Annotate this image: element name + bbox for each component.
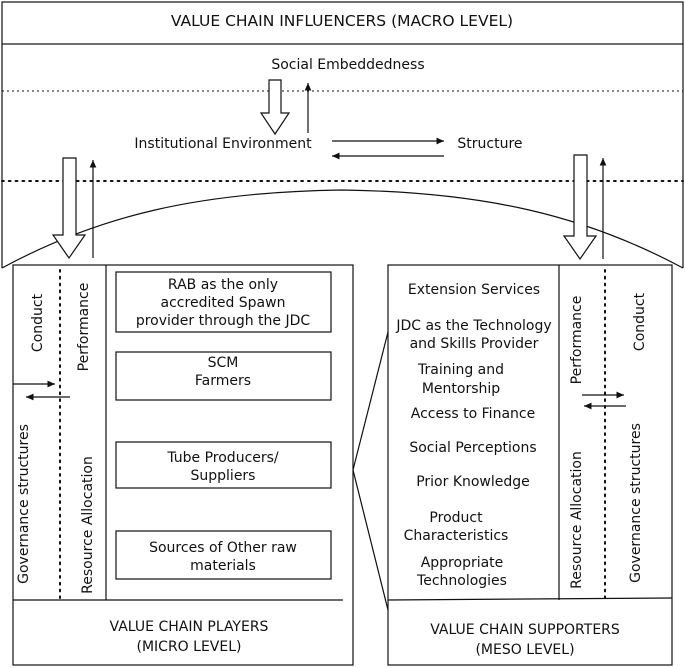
social-down-arrow (259, 79, 291, 136)
macro-title: VALUE CHAIN INFLUENCERS (MACRO LEVEL) (171, 12, 513, 30)
connector-lower (352, 469, 389, 611)
player-box-scm (115, 351, 332, 401)
structure-label: Structure (457, 136, 522, 152)
players-conduct-label: Conduct (30, 293, 46, 352)
player-box-tube (115, 441, 332, 489)
macro-title-box (1, 1, 684, 45)
supporters-footer-divider (387, 597, 673, 601)
supporters-performance-label: Performance (569, 296, 585, 385)
player-box-sources (115, 530, 332, 580)
players-governance-label: Governance structures (16, 424, 32, 584)
player-box-tube-line2: Suppliers (191, 468, 256, 484)
player-box-sources-line1: Sources of Other raw (149, 540, 297, 556)
supporters-footer-line2: (MESO LEVEL) (475, 642, 574, 658)
supporter-training-line1: Training and (417, 362, 504, 378)
connector-upper (352, 331, 389, 471)
supporters-footer-line1: VALUE CHAIN SUPPORTERS (430, 622, 620, 638)
supporter-social-perceptions: Social Perceptions (409, 440, 536, 456)
supporters-panel (387, 264, 673, 666)
supporters-conduct-label: Conduct (632, 292, 648, 351)
players-footer-line1: VALUE CHAIN PLAYERS (110, 619, 269, 635)
social-embeddedness-label: Social Embeddedness (271, 57, 424, 73)
supporter-extension-services: Extension Services (408, 282, 540, 298)
supporter-jdc-line1: JDC as the Technology (395, 318, 551, 334)
player-box-tube-line1: Tube Producers/ (166, 450, 279, 466)
players-performance-label: Performance (76, 283, 92, 372)
supporter-access-finance: Access to Finance (411, 406, 535, 422)
player-box-scm-line2: Farmers (195, 373, 251, 389)
supporter-product-line1: Product (429, 510, 483, 526)
supporters-governance-label: Governance structures (628, 423, 644, 583)
supporter-jdc-line2: and Skills Provider (410, 336, 539, 352)
supporter-prior-knowledge: Prior Knowledge (416, 474, 530, 490)
macro-arch-curve (1, 189, 684, 269)
players-panel (12, 264, 354, 666)
player-box-scm-line1: SCM (208, 355, 239, 371)
players-footer-line2: (MICRO LEVEL) (137, 639, 242, 655)
supporter-appropriate-line1: Appropriate (421, 555, 504, 571)
player-box-rab-line2: accredited Spawn (161, 295, 286, 311)
macro-to-players-arrow (51, 157, 87, 260)
player-box-rab-line3: provider through the JDC (136, 313, 311, 329)
institutional-environment-label: Institutional Environment (134, 136, 312, 152)
macro-to-supporters-arrow (562, 154, 598, 261)
players-resource-allocation-label: Resource Allocation (80, 456, 96, 594)
supporter-training-line2: Mentorship (422, 381, 500, 397)
supporters-resource-allocation-label: Resource Allocation (569, 451, 585, 589)
supporter-product-line2: Characteristics (404, 528, 509, 544)
player-box-sources-line2: materials (190, 558, 256, 574)
player-box-rab-line1: RAB as the only (168, 277, 278, 293)
supporter-appropriate-line2: Technologies (416, 573, 507, 589)
player-box-rab (115, 271, 332, 333)
